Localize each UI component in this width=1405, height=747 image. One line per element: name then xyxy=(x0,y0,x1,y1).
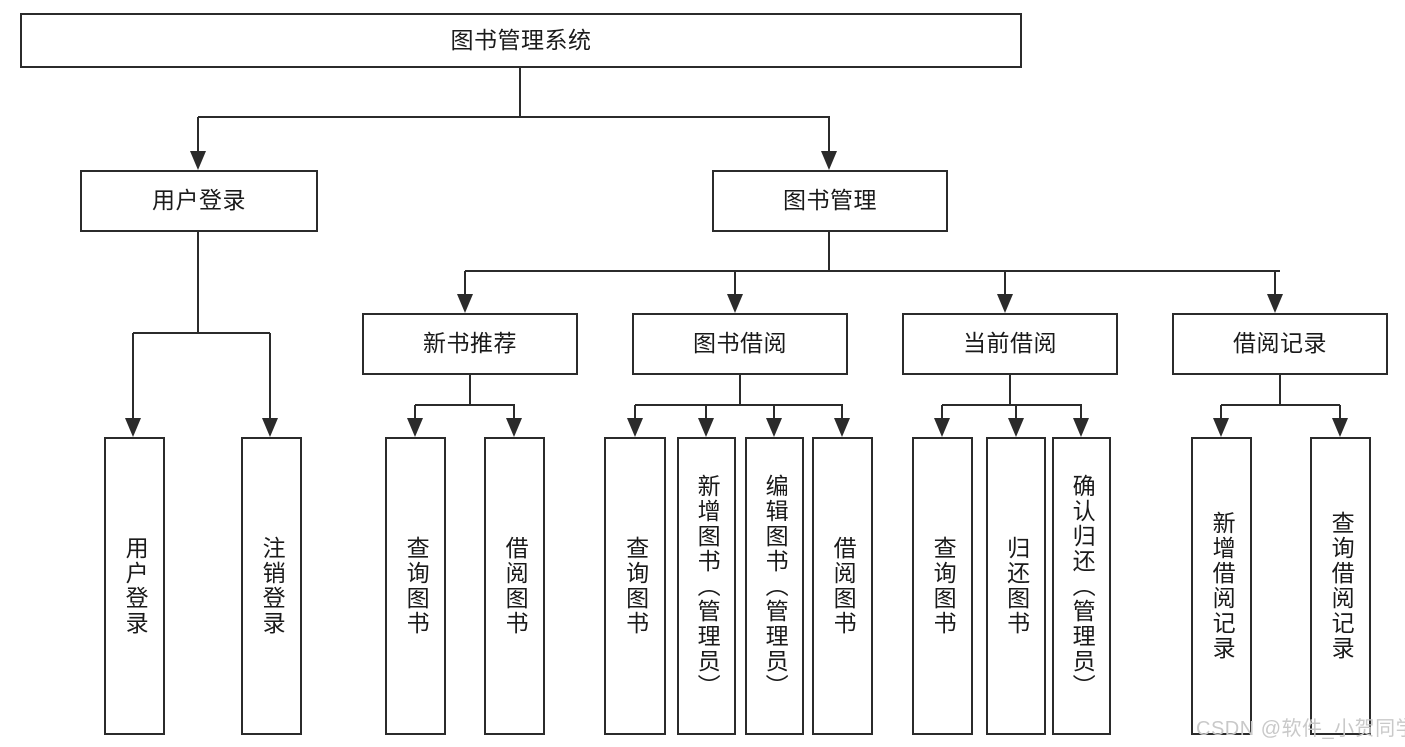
node-label: 新增借阅记录 xyxy=(1209,511,1236,661)
arrow-head-icon xyxy=(457,294,473,313)
node-label: 查询图书 xyxy=(403,536,430,636)
node-leaf-add-book-admin[interactable]: 新增图书（管理员） xyxy=(677,437,736,735)
node-user-login[interactable]: 用户登录 xyxy=(80,170,318,232)
connector-borrow-records-drop-0 xyxy=(1219,405,1223,418)
connector-book-management-drop-0 xyxy=(463,271,467,294)
connector-current-borrow-drop-2 xyxy=(1079,405,1083,418)
node-new-book-recommend[interactable]: 新书推荐 xyxy=(362,313,578,375)
node-label: 新增图书（管理员） xyxy=(694,473,721,699)
node-label: 查询借阅记录 xyxy=(1328,511,1355,661)
arrow-head-icon xyxy=(190,151,206,170)
connector-book-borrow-stem xyxy=(738,375,742,405)
node-leaf-query-book-recommend[interactable]: 查询图书 xyxy=(385,437,446,735)
node-leaf-query-book-borrow[interactable]: 查询图书 xyxy=(604,437,666,735)
arrow-head-icon xyxy=(1213,418,1229,437)
connector-new-book-recommend-drop-0 xyxy=(413,405,417,418)
node-label: 图书管理系统 xyxy=(450,26,592,53)
node-book-borrow[interactable]: 图书借阅 xyxy=(632,313,848,375)
arrow-head-icon xyxy=(1073,418,1089,437)
node-leaf-logout[interactable]: 注销登录 xyxy=(241,437,302,735)
node-leaf-confirm-return-admin[interactable]: 确认归还（管理员） xyxy=(1052,437,1111,735)
connector-current-borrow-drop-0 xyxy=(940,405,944,418)
connector-root-drop-0 xyxy=(196,117,200,151)
arrow-head-icon xyxy=(934,418,950,437)
connector-new-book-recommend-drop-1 xyxy=(512,405,516,418)
connector-user-login-stem xyxy=(196,232,200,333)
arrow-head-icon xyxy=(834,418,850,437)
node-borrow-records[interactable]: 借阅记录 xyxy=(1172,313,1388,375)
connector-book-management-stem xyxy=(827,232,831,271)
arrow-head-icon xyxy=(821,151,837,170)
connector-book-management-drop-1 xyxy=(733,271,737,294)
node-label: 归还图书 xyxy=(1003,536,1030,636)
connector-book-borrow-drop-1 xyxy=(704,405,708,418)
node-leaf-add-borrow-record[interactable]: 新增借阅记录 xyxy=(1191,437,1252,735)
node-label: 注销登录 xyxy=(259,536,286,636)
arrow-head-icon xyxy=(698,418,714,437)
connector-book-borrow-drop-2 xyxy=(772,405,776,418)
connector-book-management-drop-2 xyxy=(1003,271,1007,294)
connector-root-drop-1 xyxy=(827,117,831,151)
connector-book-management-drop-3 xyxy=(1273,271,1277,294)
node-label: 新书推荐 xyxy=(423,330,517,357)
node-label: 确认归还（管理员） xyxy=(1069,473,1096,699)
node-label: 借阅图书 xyxy=(830,536,857,636)
connector-new-book-recommend-bus xyxy=(415,403,515,407)
node-label: 当前借阅 xyxy=(963,330,1057,357)
node-label: 借阅图书 xyxy=(502,536,529,636)
arrow-head-icon xyxy=(1008,418,1024,437)
connector-book-borrow-drop-3 xyxy=(840,405,844,418)
connector-current-borrow-stem xyxy=(1008,375,1012,405)
node-label: 图书管理 xyxy=(783,187,877,214)
node-book-management[interactable]: 图书管理 xyxy=(712,170,948,232)
connector-user-login-drop-0 xyxy=(131,333,135,418)
arrow-head-icon xyxy=(125,418,141,437)
node-leaf-user-login[interactable]: 用户登录 xyxy=(104,437,165,735)
connector-book-management-bus xyxy=(465,269,1280,273)
arrow-head-icon xyxy=(727,294,743,313)
connector-root-bus xyxy=(198,115,830,119)
node-leaf-edit-book-admin[interactable]: 编辑图书（管理员） xyxy=(745,437,804,735)
connector-borrow-records-stem xyxy=(1278,375,1282,405)
watermark-text: CSDN @软件_小贺同学 xyxy=(1196,718,1405,740)
connector-borrow-records-drop-1 xyxy=(1338,405,1342,418)
arrow-head-icon xyxy=(407,418,423,437)
node-label: 查询图书 xyxy=(622,536,649,636)
arrow-head-icon xyxy=(1267,294,1283,313)
connector-current-borrow-bus xyxy=(942,403,1082,407)
node-leaf-return-book[interactable]: 归还图书 xyxy=(986,437,1046,735)
arrow-head-icon xyxy=(766,418,782,437)
connector-user-login-bus xyxy=(133,331,270,335)
connector-book-borrow-drop-0 xyxy=(633,405,637,418)
connector-current-borrow-drop-1 xyxy=(1014,405,1018,418)
node-label: 编辑图书（管理员） xyxy=(762,473,789,699)
node-leaf-query-book-current[interactable]: 查询图书 xyxy=(912,437,973,735)
node-current-borrow[interactable]: 当前借阅 xyxy=(902,313,1118,375)
connector-borrow-records-bus xyxy=(1221,403,1340,407)
node-label: 用户登录 xyxy=(152,187,246,214)
node-label: 用户登录 xyxy=(122,536,149,636)
connector-root-stem xyxy=(518,68,522,117)
node-leaf-borrow-book[interactable]: 借阅图书 xyxy=(812,437,873,735)
connector-book-borrow-bus xyxy=(635,403,843,407)
arrow-head-icon xyxy=(1332,418,1348,437)
connector-new-book-recommend-stem xyxy=(468,375,472,405)
node-leaf-borrow-book-recommend[interactable]: 借阅图书 xyxy=(484,437,545,735)
node-root-root[interactable]: 图书管理系统 xyxy=(20,13,1022,68)
arrow-head-icon xyxy=(262,418,278,437)
connector-user-login-drop-1 xyxy=(268,333,272,418)
arrow-head-icon xyxy=(627,418,643,437)
node-label: 查询图书 xyxy=(930,536,957,636)
node-label: 图书借阅 xyxy=(693,330,787,357)
arrow-head-icon xyxy=(506,418,522,437)
node-leaf-query-borrow-record[interactable]: 查询借阅记录 xyxy=(1310,437,1371,735)
node-label: 借阅记录 xyxy=(1233,330,1327,357)
arrow-head-icon xyxy=(997,294,1013,313)
